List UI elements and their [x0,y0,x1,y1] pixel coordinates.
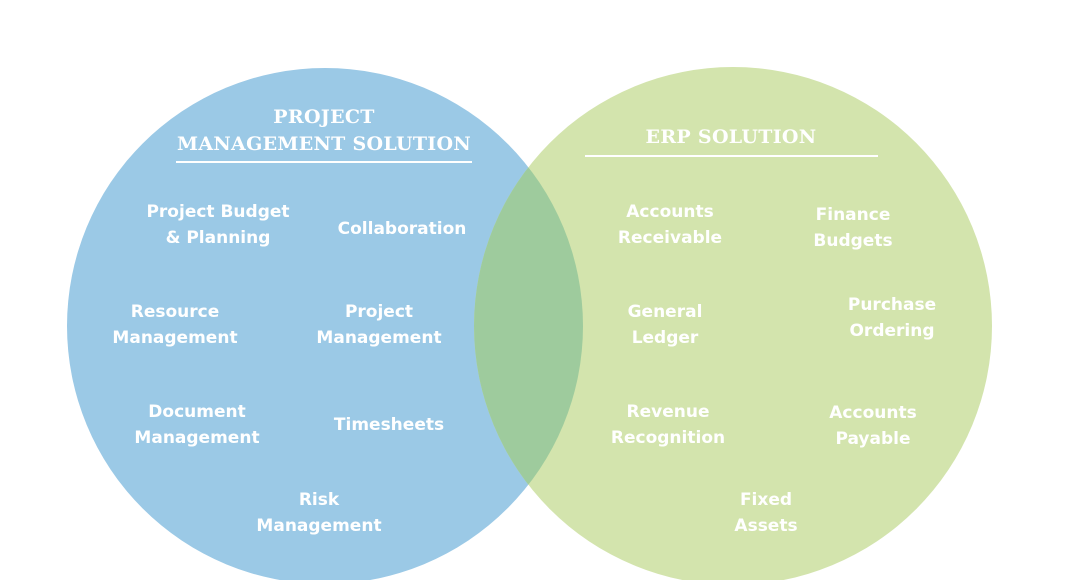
item-label-line: Management [316,328,442,348]
item-label-line: Document [148,402,246,422]
item-label-line: Management [134,428,260,448]
item-label-line: Collaboration [337,219,467,239]
left-title: PROJECT MANAGEMENT SOLUTION [177,104,471,158]
item-label-line: Timesheets [333,415,445,435]
item-label-line: Revenue [626,402,710,422]
item-label-line: & Planning [165,228,271,248]
item-label-line: Finance [815,205,891,225]
item-label-line: Assets [734,516,798,536]
left-item: Project Budget & Planning [146,199,289,251]
item-label-line: Fixed [739,490,793,510]
item-label-line: Budgets [813,231,893,251]
item-label-line: Recognition [610,428,726,448]
item-label-line: Accounts [829,403,917,423]
right-title-underline [585,155,878,157]
right-title: ERP SOLUTION [646,124,817,151]
item-label-line: Management [256,516,382,536]
left-title-line-1: PROJECT [273,106,375,128]
right-title-line-1: ERP SOLUTION [645,126,817,148]
item-label-line: Resource [130,302,220,322]
left-title-underline [176,161,472,163]
item-label-line: Payable [835,429,911,449]
item-label-line: Project [344,302,414,322]
item-label-line: Project Budget [146,202,290,222]
item-label-line: Accounts [626,202,714,222]
left-title-line-2: MANAGEMENT SOLUTION [176,133,472,155]
left-item: Timesheets [334,412,444,438]
item-label-line: General [627,302,703,322]
item-label-line: Ledger [631,328,699,348]
item-label-line: Ordering [849,321,935,341]
erp-circle [474,67,992,580]
item-label-line: Risk [298,490,340,510]
project-management-circle [67,68,583,580]
left-item: Collaboration [338,216,467,242]
item-label-line: Receivable [617,228,723,248]
item-label-line: Management [112,328,238,348]
item-label-line: Purchase [847,295,937,315]
